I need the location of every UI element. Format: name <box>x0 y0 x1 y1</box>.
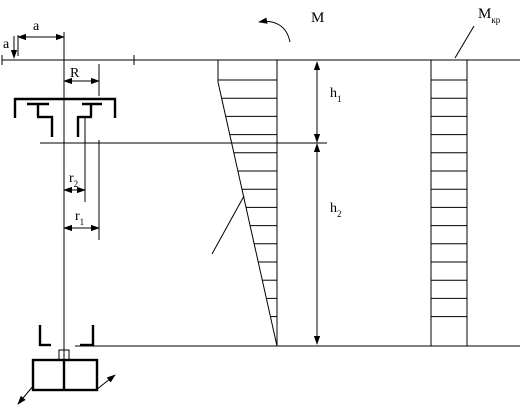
label-a-top: a <box>33 19 40 34</box>
label-h2: h2 <box>330 201 342 219</box>
distribution-slope-line <box>217 81 278 347</box>
label-r2: r2 <box>69 171 78 189</box>
torque-diagram-leader-line <box>454 25 475 59</box>
label-r1: r1 <box>75 209 84 227</box>
distribution-leader-line <box>211 195 245 255</box>
label-h1: h1 <box>330 86 342 104</box>
section-arrow-bottom-left <box>17 384 35 405</box>
label-a-left: a <box>3 37 10 52</box>
distribution-hatching <box>218 79 277 318</box>
label-Mkr: Mкр <box>478 6 501 25</box>
section-arrow-bottom-right <box>95 374 116 391</box>
label-M: M <box>311 10 324 26</box>
torque-arrow <box>258 17 291 43</box>
torque-diagram-hatching <box>431 79 467 318</box>
label-R: R <box>70 66 80 81</box>
